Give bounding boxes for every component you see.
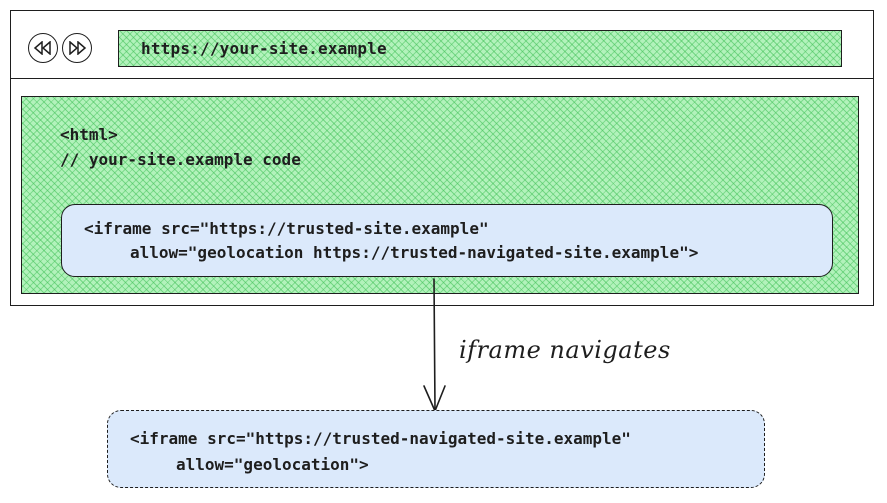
address-bar[interactable]: https://your-site.example [118, 30, 842, 67]
navigated-iframe-allow-line: allow="geolocation"> [176, 455, 369, 474]
back-button[interactable] [28, 33, 58, 63]
back-icon [33, 41, 51, 55]
html-tag-line: <html> [60, 125, 118, 144]
browser-toolbar: https://your-site.example [11, 11, 873, 79]
navigated-iframe: <iframe src="https://trusted-navigated-s… [107, 410, 765, 488]
arrow-label: iframe navigates [459, 336, 671, 364]
iframe-src-line: <iframe src="https://trusted-site.exampl… [84, 219, 489, 238]
iframe-allow-line: allow="geolocation https://trusted-navig… [130, 243, 699, 262]
page-content: <html> // your-site.example code <iframe… [21, 96, 859, 294]
site-code-comment: // your-site.example code [60, 150, 301, 169]
url-text: https://your-site.example [141, 39, 387, 58]
navigated-iframe-src-line: <iframe src="https://trusted-navigated-s… [130, 429, 631, 448]
browser-window: https://your-site.example <html> // your… [10, 10, 874, 306]
forward-button[interactable] [62, 33, 92, 63]
embedded-iframe: <iframe src="https://trusted-site.exampl… [61, 204, 833, 277]
forward-icon [69, 41, 87, 55]
